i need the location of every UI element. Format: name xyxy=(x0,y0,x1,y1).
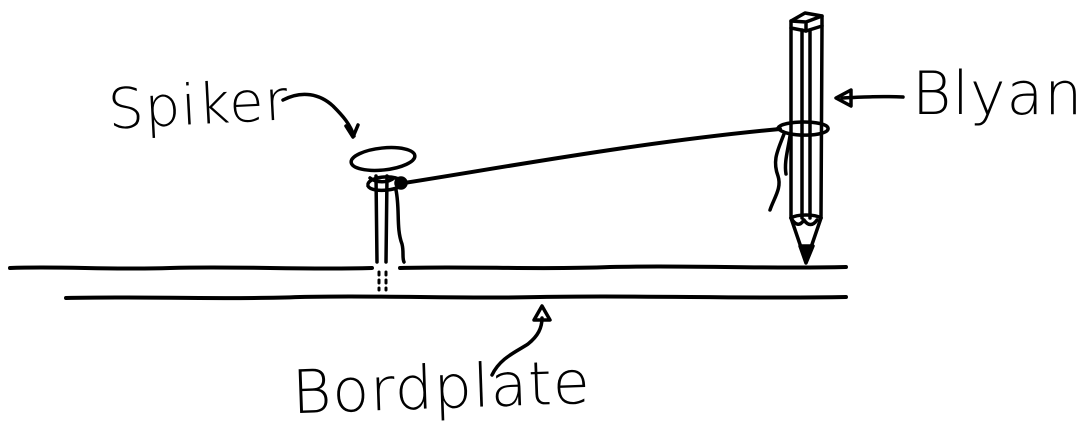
label-blyant: Blyant xyxy=(912,64,1084,124)
pencil xyxy=(791,13,822,263)
leader-spiker-line xyxy=(283,94,354,136)
string-tail-nail xyxy=(396,190,404,262)
nail-head xyxy=(350,145,416,174)
pencil-collar xyxy=(791,215,821,218)
string-tail-pencil xyxy=(770,134,784,210)
string-line xyxy=(404,129,780,183)
leader-blyant xyxy=(836,90,903,106)
label-bordplate: Bordplate xyxy=(291,353,592,423)
label-spiker: Spiker xyxy=(107,73,290,138)
string-at-pencil xyxy=(770,122,828,210)
pencil-cone-scallop xyxy=(791,218,817,225)
table-top xyxy=(10,266,846,298)
pencil-lead xyxy=(800,246,813,263)
table-top-lower-line xyxy=(66,296,846,298)
table-top-upper-line xyxy=(10,266,846,268)
nail-under-table xyxy=(379,272,386,290)
leader-spiker xyxy=(283,94,358,137)
